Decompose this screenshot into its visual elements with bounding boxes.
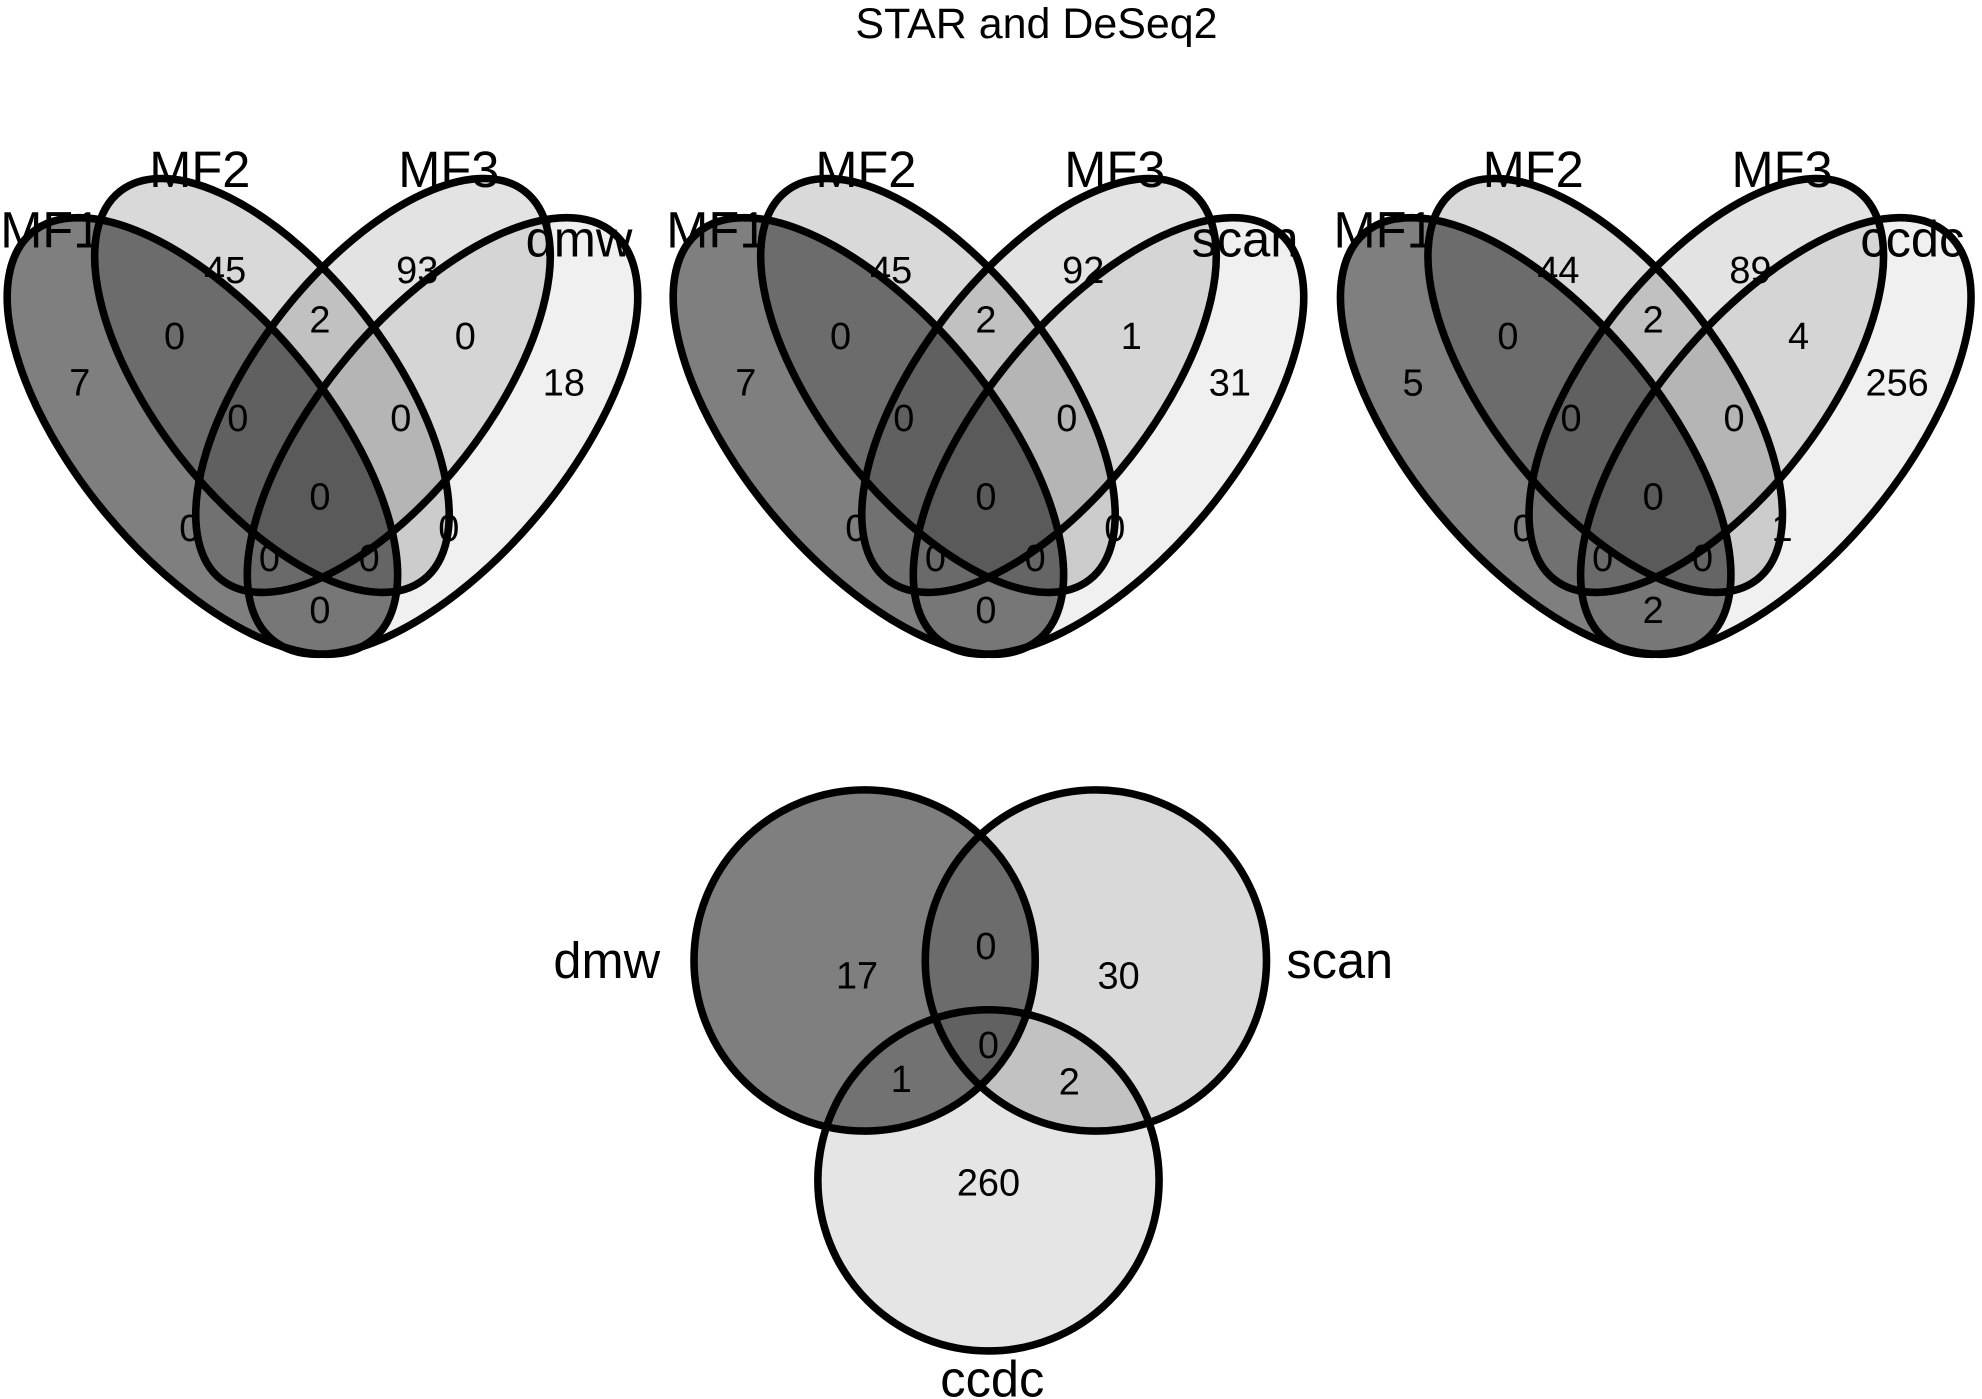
set-label-MF1: MF1 <box>1333 202 1434 259</box>
set-label-MF1: MF1 <box>666 202 767 259</box>
region-count-MF3-scan: 1 <box>1121 316 1142 358</box>
region-count-MF1-MF3: 0 <box>179 508 200 550</box>
region-count-dmw-scan-ccdc: 0 <box>978 1025 999 1067</box>
set-circle-scan <box>921 786 1271 1135</box>
venn-panel-4: dmw scan ccdc 17 0 30 1 0 2 260 <box>553 786 1393 1399</box>
region-count-MF2-ccdc: 1 <box>1772 508 1793 550</box>
set-ellipse-fill-MF2 <box>760 178 1116 593</box>
region-count-MF1-MF2-scan: 0 <box>1025 538 1046 580</box>
set-ellipse-fill-MF3 <box>195 178 551 593</box>
region-count-MF1-MF3: 0 <box>845 508 866 550</box>
chart-title: STAR and DeSeq2 <box>855 0 1217 48</box>
region-count-MF1-MF2-MF3: 0 <box>227 398 248 440</box>
region-count-MF2: 45 <box>870 250 912 292</box>
region-count-MF1-ccdc: 2 <box>1643 590 1664 632</box>
set-circle-dmw <box>690 786 1040 1135</box>
set-label-MF3: MF3 <box>398 141 499 198</box>
set-ellipse-dmw <box>243 213 642 659</box>
region-count-MF1-MF2-MF3-ccdc: 0 <box>1643 476 1664 518</box>
region-count-MF2-MF3-scan: 0 <box>1056 398 1077 440</box>
region-count-ccdc: 260 <box>957 1163 1020 1205</box>
region-count-MF3: 92 <box>1062 250 1104 292</box>
region-count-MF2-MF3: 2 <box>975 299 996 341</box>
set-label-MF3: MF3 <box>1064 141 1165 198</box>
region-count-MF3: 93 <box>396 250 438 292</box>
set-ellipse-MF2 <box>756 174 1119 597</box>
region-count-MF1: 7 <box>735 363 756 405</box>
region-count-MF1-MF2: 0 <box>830 316 851 358</box>
region-count-MF1-MF3-dmw: 0 <box>259 538 280 580</box>
region-count-MF2-MF3: 2 <box>1643 299 1664 341</box>
region-count-MF1-MF2-ccdc: 0 <box>1692 538 1713 580</box>
region-count-MF2: 44 <box>1537 250 1579 292</box>
region-count-dmw-ccdc: 1 <box>891 1059 912 1101</box>
region-count-MF1-MF2: 0 <box>164 316 185 358</box>
set-label-ccdc: ccdc <box>940 1350 1044 1399</box>
region-count-MF1-dmw: 0 <box>309 590 330 632</box>
set-ellipse-scan <box>909 213 1308 659</box>
region-count-MF3-ccdc: 4 <box>1788 316 1809 358</box>
region-count-MF1-MF3-ccdc: 0 <box>1592 538 1613 580</box>
region-count-dmw: 18 <box>543 363 585 405</box>
set-circle-fill-ccdc <box>817 1009 1160 1351</box>
region-count-MF2: 45 <box>204 250 246 292</box>
region-count-dmw-scan: 0 <box>975 926 996 968</box>
region-count-ccdc: 256 <box>1866 363 1929 405</box>
set-ellipse-fill-MF3 <box>861 178 1217 593</box>
region-count-MF1-MF2-MF3: 0 <box>1561 398 1582 440</box>
set-ellipse-fill-MF3 <box>1529 178 1884 593</box>
region-count-scan: 31 <box>1209 363 1251 405</box>
region-count-MF1-MF2-MF3-scan: 0 <box>975 476 996 518</box>
set-ellipse-ccdc <box>1576 213 1975 659</box>
set-ellipse-MF3 <box>191 174 555 597</box>
region-count-MF1: 7 <box>69 363 90 405</box>
set-label-MF2: MF2 <box>815 141 916 198</box>
set-label-MF2: MF2 <box>1483 141 1584 198</box>
set-ellipse-MF2 <box>1424 174 1787 597</box>
set-label-MF2: MF2 <box>149 141 250 198</box>
region-count-MF2-scan: 0 <box>1104 508 1125 550</box>
set-ellipse-MF2 <box>90 174 453 597</box>
region-count-MF2-dmw: 0 <box>438 508 459 550</box>
set-label-scan: scan <box>1286 932 1393 989</box>
region-count-scan: 30 <box>1098 955 1140 997</box>
set-label-MF3: MF3 <box>1732 141 1833 198</box>
region-count-MF1-MF2-dmw: 0 <box>359 538 380 580</box>
region-count-MF1-MF2: 0 <box>1497 316 1518 358</box>
region-count-MF1-scan: 0 <box>975 590 996 632</box>
region-count-scan-ccdc: 2 <box>1059 1061 1080 1103</box>
region-count-MF3: 89 <box>1729 250 1771 292</box>
set-ellipse-fill-MF2 <box>94 178 450 593</box>
region-count-dmw: 17 <box>836 955 878 997</box>
region-count-MF2-MF3-dmw: 0 <box>390 398 411 440</box>
set-label-dmw: dmw <box>553 932 660 989</box>
set-ellipse-MF3 <box>857 174 1221 597</box>
set-ellipse-fill-MF2 <box>1427 178 1783 593</box>
region-count-MF1-MF3: 0 <box>1513 508 1534 550</box>
set-label-dmw: dmw <box>526 211 633 268</box>
region-count-MF1-MF2-MF3-dmw: 0 <box>309 476 330 518</box>
set-label-ccdc: ccdc <box>1860 211 1964 268</box>
set-label-scan: scan <box>1192 211 1299 268</box>
region-count-MF1: 5 <box>1403 363 1424 405</box>
region-count-MF1-MF2-MF3: 0 <box>893 398 914 440</box>
region-count-MF2-MF3: 2 <box>309 299 330 341</box>
region-count-MF1-MF3-scan: 0 <box>925 538 946 580</box>
set-circle-ccdc <box>814 1005 1163 1355</box>
region-count-MF2-MF3-ccdc: 0 <box>1724 398 1745 440</box>
region-count-MF3-dmw: 0 <box>455 316 476 358</box>
set-label-MF1: MF1 <box>0 202 101 259</box>
set-ellipse-MF3 <box>1525 174 1888 597</box>
